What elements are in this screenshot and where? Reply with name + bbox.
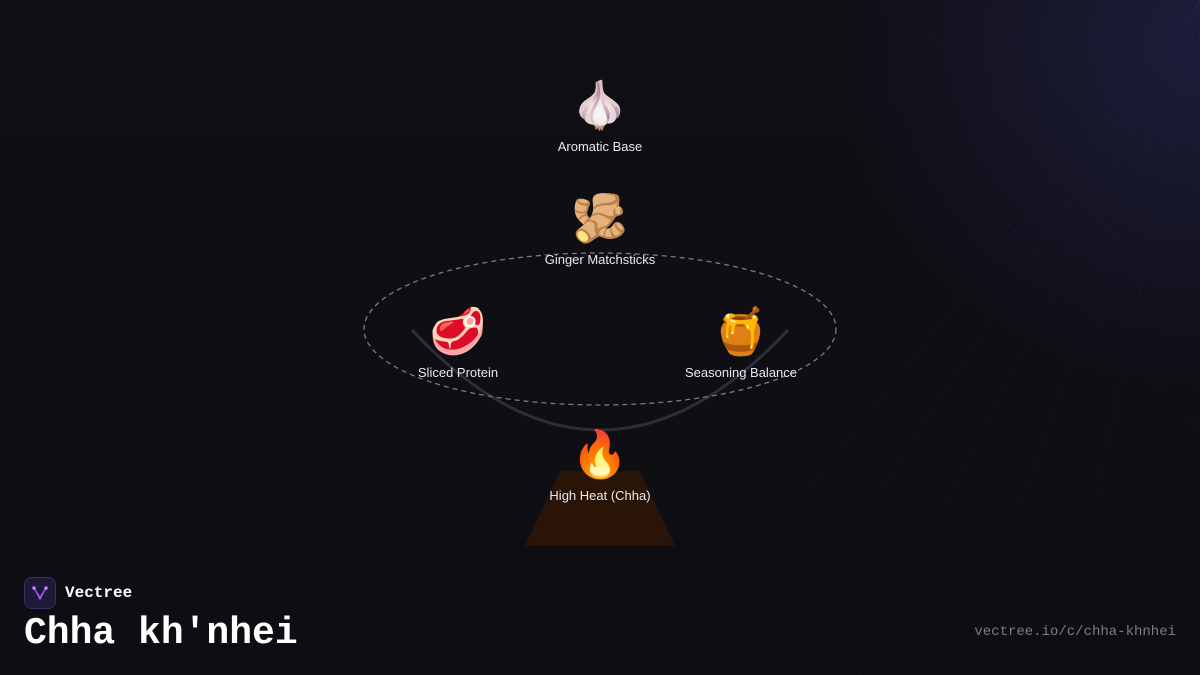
node-label: Aromatic Base (557, 139, 643, 154)
node-aromatic-base: 🧄 Aromatic Base (500, 77, 700, 154)
ginger-icon: 🫚 (571, 191, 629, 245)
meat-icon: 🥩 (429, 304, 487, 358)
garlic-icon: 🧄 (571, 78, 629, 132)
node-label: High Heat (Chha) (549, 488, 651, 503)
fire-icon: 🔥 (571, 427, 629, 481)
honey-pot-icon: 🍯 (712, 304, 770, 358)
node-sliced-protein: 🥩 Sliced Protein (358, 303, 558, 380)
wok-curve (410, 328, 790, 432)
node-high-heat: 🔥 High Heat (Chha) (500, 426, 700, 503)
node-label: Ginger Matchsticks (544, 252, 656, 267)
node-label: Seasoning Balance (684, 365, 798, 380)
brand-name: Vectree (65, 584, 133, 602)
brand: Vectree (24, 577, 132, 609)
page-title: Chha kh'nhei (24, 612, 298, 655)
burner-base (525, 471, 675, 546)
node-seasoning-balance: 🍯 Seasoning Balance (641, 303, 841, 380)
node-label: Sliced Protein (417, 365, 499, 380)
node-ginger-matchsticks: 🫚 Ginger Matchsticks (500, 190, 700, 267)
page-url[interactable]: vectree.io/c/chha-khnhei (974, 624, 1176, 640)
stir-orbit (363, 252, 837, 406)
vectree-logo-icon (24, 577, 56, 609)
